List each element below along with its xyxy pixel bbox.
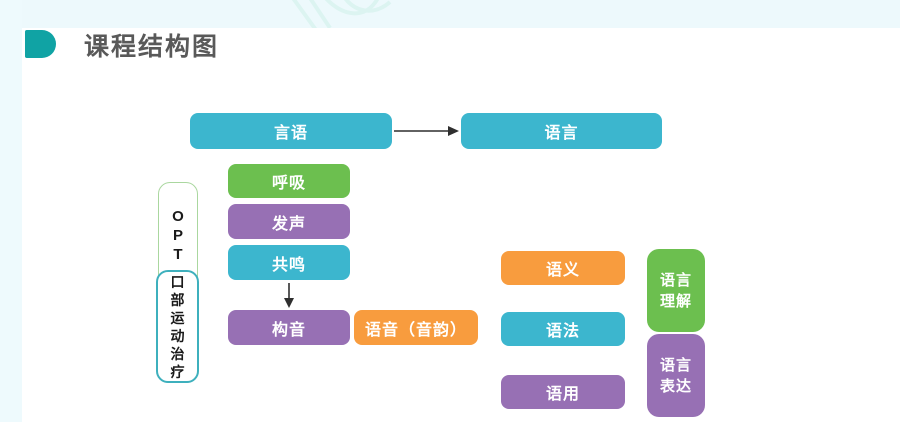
left-accent-strip [0,0,22,422]
node-language: 语言 [461,113,662,149]
title-bullet-icon [25,30,56,58]
node-resonance: 共鸣 [228,245,350,280]
arrow-right-icon [394,126,459,136]
decorative-lines [291,0,392,28]
node-phonation: 发声 [228,204,350,239]
node-phonology: 语音（音韵） [354,310,478,345]
opt-name-text: 口部运动治疗 [170,273,185,380]
node-grammar: 语法 [501,312,625,346]
page-title: 课程结构图 [84,33,220,61]
node-language-expression: 语言表达 [647,334,705,417]
opt-name-box: 口部运动治疗 [156,270,199,383]
node-language-comprehension: 语言理解 [647,249,705,332]
node-label: 语言理解 [659,271,692,310]
node-semantics: 语义 [501,251,625,285]
node-label: 语言表达 [659,356,692,395]
node-speech: 言语 [190,113,392,149]
opt-abbr-text: OPT [172,207,184,263]
top-accent-strip [0,0,900,28]
node-pragmatics: 语用 [501,375,625,409]
node-articulation: 构音 [228,310,350,345]
arrow-down-icon [284,283,294,308]
node-breathing: 呼吸 [228,164,350,198]
